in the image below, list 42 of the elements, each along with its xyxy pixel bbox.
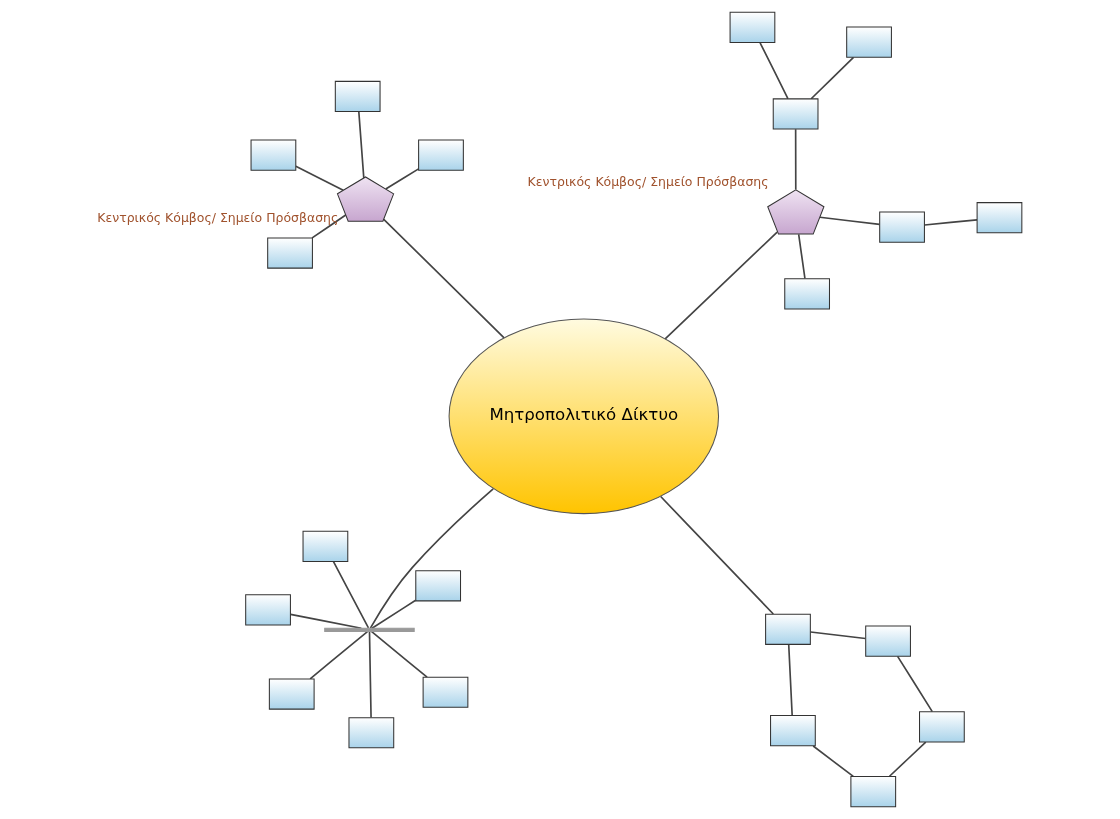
node-box bbox=[422, 676, 469, 708]
connector bbox=[311, 214, 347, 239]
connector bbox=[289, 613, 363, 630]
node-box bbox=[765, 613, 811, 645]
connector bbox=[384, 168, 420, 190]
node-box bbox=[250, 139, 297, 171]
connector bbox=[819, 216, 881, 226]
node-pentagon bbox=[767, 189, 825, 235]
connector bbox=[659, 495, 775, 615]
connector bbox=[923, 219, 978, 226]
connector bbox=[382, 218, 505, 339]
node-box bbox=[729, 11, 776, 44]
node-box bbox=[267, 237, 313, 269]
node-box bbox=[976, 202, 1023, 234]
connector bbox=[812, 745, 855, 778]
connector bbox=[809, 631, 867, 640]
node-bar bbox=[324, 627, 415, 632]
node-label: Κεντρικός Κόμβος/ Σημείο Πρόσβασης bbox=[97, 210, 339, 226]
node-box bbox=[415, 570, 462, 602]
node-box bbox=[850, 775, 897, 808]
node-box bbox=[784, 278, 830, 310]
node-box bbox=[846, 26, 892, 58]
connector bbox=[664, 231, 778, 340]
connector bbox=[371, 599, 417, 630]
node-box bbox=[770, 715, 816, 747]
node-box bbox=[348, 717, 395, 749]
node-label: Κεντρικός Κόμβος/ Σημείο Πρόσβασης bbox=[527, 174, 769, 190]
node-box bbox=[334, 80, 381, 113]
connector bbox=[370, 630, 428, 678]
node-ellipse: Μητροπολιτικό Δίκτυο bbox=[448, 318, 720, 515]
node-box bbox=[245, 594, 291, 626]
node-box bbox=[302, 530, 349, 563]
node-box bbox=[772, 98, 819, 130]
connector bbox=[369, 488, 494, 630]
node-box bbox=[879, 211, 925, 243]
connector bbox=[358, 111, 365, 179]
node-pentagon bbox=[336, 176, 395, 222]
node-box bbox=[268, 678, 315, 710]
node-box bbox=[418, 139, 464, 171]
node-box bbox=[865, 625, 911, 657]
node-box bbox=[919, 711, 965, 743]
connector bbox=[295, 165, 345, 191]
